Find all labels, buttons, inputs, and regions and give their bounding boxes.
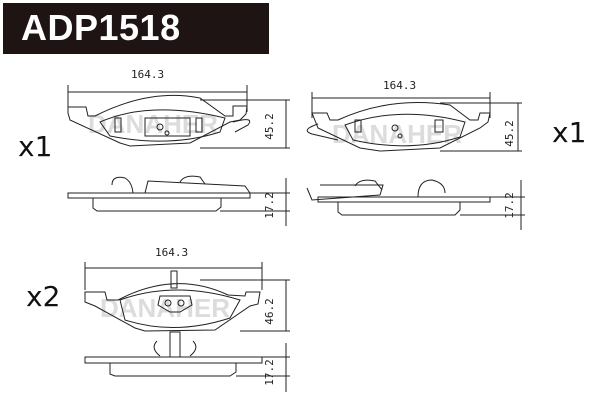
svg-text:DANAHER: DANAHER	[332, 119, 462, 149]
pad-2-front-view	[306, 92, 522, 152]
svg-text:DANAHER: DANAHER	[100, 293, 230, 323]
pad-3-front-view	[84, 262, 290, 332]
pad-2-side-view	[306, 179, 525, 230]
pad-3-side-view	[84, 331, 290, 392]
pad-3-width-dim: 164.3	[155, 246, 189, 259]
part-number-banner: ADP1518	[3, 3, 269, 54]
svg-text:DANAHER: DANAHER	[88, 109, 218, 139]
pad-1-front-view	[67, 85, 290, 149]
quantity-label-pad-3: x2	[26, 280, 61, 313]
part-number: ADP1518	[21, 7, 181, 48]
pad-2-width-dim: 164.3	[383, 79, 417, 92]
quantity-label-pad-2: x1	[552, 116, 587, 149]
quantity-label-pad-1: x1	[18, 130, 53, 163]
pad-1-width-dim: 164.3	[131, 68, 165, 81]
pad-1-side-view	[67, 175, 290, 226]
